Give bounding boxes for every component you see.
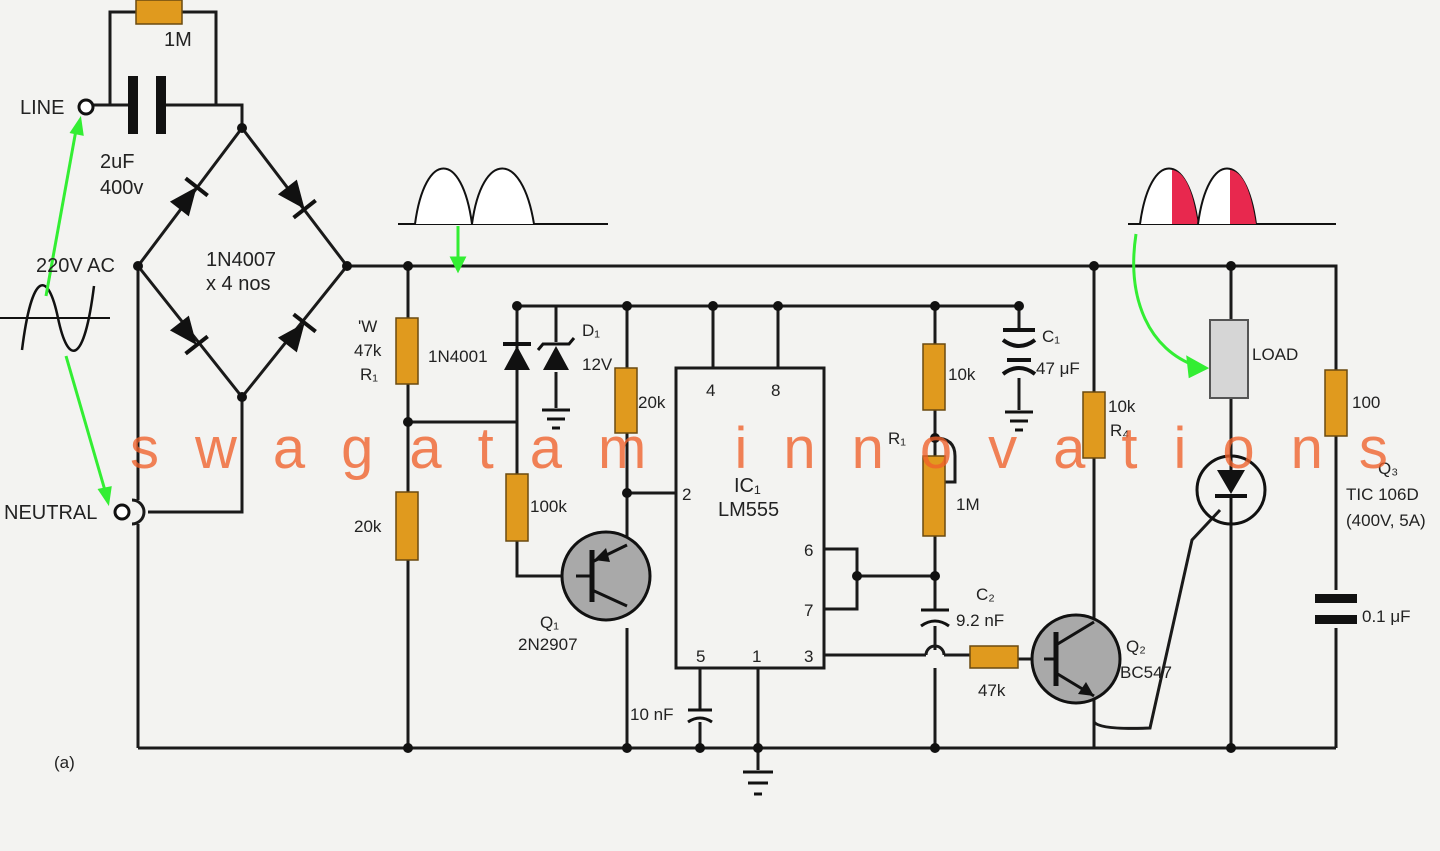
label-r4-name: R₄ (1110, 421, 1129, 440)
label-c1-name: C₁ (1042, 327, 1060, 346)
label-bridge-part: 1N4007 (206, 249, 276, 271)
diodes (169, 176, 576, 370)
waveform-phase-chopped (1128, 167, 1336, 225)
label-pin-4: 4 (706, 381, 715, 400)
label-pin-5: 5 (696, 647, 705, 666)
resistor-20k-lower (395, 491, 419, 561)
line-terminal (77, 98, 95, 116)
label-q2-part: BC547 (1120, 663, 1172, 682)
label-r-lower: 20k (354, 517, 382, 536)
ac-sine-symbol (0, 284, 110, 352)
label-pin-1: 1 (752, 647, 761, 666)
ground-zener (542, 408, 570, 430)
junction-dots (133, 123, 1236, 753)
label-cap-10n: 10 nF (630, 705, 673, 724)
ground-c1 (1005, 410, 1033, 432)
label-q3-part: TIC 106D (1346, 485, 1419, 504)
label-neutral: NEUTRAL (4, 502, 97, 524)
label-r-10k-timing: 10k (948, 365, 976, 384)
label-ac-source: 220V AC (36, 255, 115, 277)
label-q3-rating: (400V, 5A) (1346, 511, 1426, 530)
label-cap-value: 2uF (100, 151, 134, 173)
label-c2-name: C₂ (976, 585, 995, 604)
capacitor-10nf (687, 708, 713, 724)
bridge-diode-1 (169, 176, 209, 217)
label-load: LOAD (1252, 345, 1298, 364)
zener-diode-d1 (536, 337, 576, 370)
label-c2-value: 9.2 nF (956, 611, 1004, 630)
resistor-1m-input (135, 0, 183, 25)
capacitor-c1 (1001, 328, 1037, 376)
label-q3-name: Q₃ (1378, 459, 1398, 478)
label-ic-part: LM555 (718, 499, 779, 521)
label-r-100k: 100k (530, 497, 567, 516)
label-pin-7: 7 (804, 601, 813, 620)
wires (92, 10, 1338, 770)
resistor-100-snubber (1324, 369, 1348, 437)
capacitors (128, 76, 1357, 724)
label-pin-2: 2 (682, 485, 691, 504)
label-r1-value: 47k (354, 341, 382, 360)
potentiometer-1m (922, 455, 946, 537)
neutral-terminal (113, 503, 131, 521)
resistor-r4-10k (1082, 391, 1106, 459)
load-box (1209, 319, 1249, 399)
label-diode: 1N4001 (428, 347, 488, 366)
label-pin-8: 8 (771, 381, 780, 400)
ic-lm555-body (674, 366, 826, 670)
label-q2-name: Q₂ (1126, 637, 1146, 656)
label-pot-value: 1M (956, 495, 980, 514)
watermark-text: swagatam innovations (130, 416, 1424, 481)
transistor-q1 (560, 530, 652, 622)
label-input-resistor: 1M (164, 29, 192, 51)
diode-1n4001 (503, 342, 531, 370)
resistor-r1-47k (395, 317, 419, 385)
label-r-47k: 47k (978, 681, 1006, 700)
resistors (135, 0, 1348, 669)
label-pin-6: 6 (804, 541, 813, 560)
transistor-q2 (1030, 613, 1122, 705)
capacitor-c2 (920, 608, 950, 628)
labels: LINE NEUTRAL 220V AC 1M 2uF 400v 1N4007 … (4, 29, 1426, 772)
label-zener-value: 12V (582, 355, 613, 374)
label-c1-value: 47 μF (1036, 359, 1080, 378)
resistor-20k-upper (614, 367, 638, 434)
capacitor-0-1uf (1315, 594, 1357, 624)
label-r-20k-upper: 20k (638, 393, 666, 412)
ground-main (743, 770, 773, 796)
label-q1-name: Q₁ (540, 613, 559, 632)
resistor-47k-base (969, 645, 1019, 669)
bridge-diode-3 (169, 315, 209, 356)
waveform-rectified (398, 167, 608, 225)
label-bridge-qty: x 4 nos (206, 273, 270, 295)
label-line: LINE (20, 97, 64, 119)
resistor-10k-timing (922, 343, 946, 411)
bridge-diode-4 (277, 312, 317, 353)
label-snubber-c: 0.1 μF (1362, 607, 1411, 626)
label-r4-value: 10k (1108, 397, 1136, 416)
annotation-arrows (44, 115, 1210, 507)
label-q1-part: 2N2907 (518, 635, 578, 654)
capacitor-2uf (128, 76, 166, 134)
scr-q3 (1195, 454, 1267, 526)
label-r1-name: R₁ (360, 365, 378, 384)
label-zener-name: D₁ (582, 321, 600, 340)
label-pot-name: R₁ (888, 429, 906, 448)
label-figure: (a) (54, 753, 75, 772)
label-snubber-r: 100 (1352, 393, 1380, 412)
label-pin-3: 3 (804, 647, 813, 666)
ground-symbols (542, 408, 1033, 796)
label-r1-watt: ʹW (358, 317, 377, 336)
bridge-diode-2 (277, 179, 317, 220)
resistor-100k (505, 473, 529, 542)
label-ic-name: IC₁ (734, 475, 761, 497)
label-cap-voltage: 400v (100, 177, 143, 199)
